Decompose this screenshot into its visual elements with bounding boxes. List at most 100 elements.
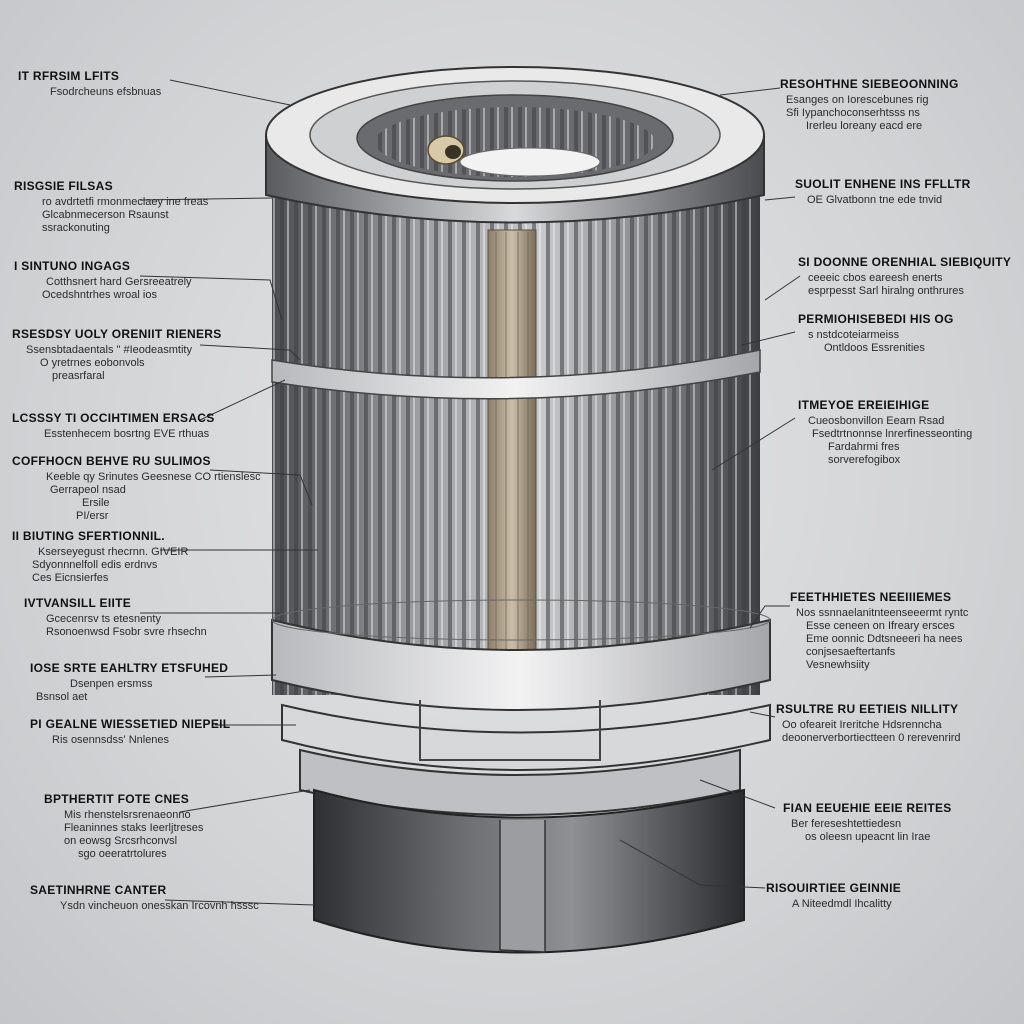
label-line: Ersile (82, 497, 110, 509)
label-title: COFFHOCN BEHVE RU SULIMOS (12, 454, 211, 468)
label-line: Eme oonnic Ddtsneeeri ha nees (806, 633, 963, 645)
label-line: ssrackonuting (42, 222, 110, 234)
middle-retaining-band (271, 349, 761, 400)
label-line: A Niteedmdl Ihcalitty (792, 898, 892, 910)
label-title: FEETHHIETES NEEIIIEMES (790, 590, 952, 604)
label-line: Sfi Iypanchoconserhtsss ns (786, 107, 920, 119)
label-left-2: RISGSIE FILSAS ro avdrtetfi rmonmeclaey … (14, 180, 208, 235)
label-title: RSULTRE RU EETIEIS NILLITY (776, 702, 959, 716)
label-line: Bsnsol aet (36, 691, 88, 703)
label-right-2: SUOLIT ENHENE INS FFLLTR OE Glvatbonn tn… (795, 178, 971, 207)
label-title: II BIUTING SFERTIONNIL. (12, 529, 165, 543)
label-line: Glcabnmecerson Rsaunst (42, 209, 169, 221)
label-line: sorverefogibox (828, 454, 901, 466)
label-right-9: RISOUIRTIEE GEINNIE A Niteedmdl Ihcalitt… (766, 882, 901, 911)
label-line: Esanges on Iorescebunes rig (786, 94, 929, 106)
label-line: Ontldoos Essrenities (824, 342, 925, 354)
label-left-9: IOSE SRTE EAHLTRY ETSFUHED Dsenpen ersms… (30, 662, 228, 704)
label-left-7: II BIUTING SFERTIONNIL. Kserseyegust rhe… (12, 530, 188, 585)
label-line: Fardahrmi fres (828, 441, 900, 453)
label-line: Kserseyegust rhecrnn. GIVEIR (38, 546, 189, 558)
base-housing (313, 788, 745, 954)
label-line: Ris osennsdss' Nnlenes (52, 734, 170, 746)
label-line: Nos ssnnaelanitnteenseeermt ryntc (796, 607, 969, 619)
label-line: Dsenpen ersmss (70, 678, 153, 690)
label-line: s nstdcoteiarmeiss (808, 329, 900, 341)
label-line: Fleaninnes staks Ieerljtreses (64, 822, 204, 834)
label-title: FIAN EEUEHIE EEIE REITES (783, 801, 952, 815)
label-line: PI/ersr (76, 510, 109, 522)
label-title: IOSE SRTE EAHLTRY ETSFUHED (30, 661, 229, 675)
label-line: ceeeic cbos eareesh enerts (808, 272, 943, 284)
label-line: Oo ofeareit Ireritche Hdsrenncha (782, 719, 942, 731)
label-line: Ces Eicnsierfes (32, 572, 109, 584)
label-line: Fsedtrtnonnse lnrerfinesseonting (812, 428, 973, 440)
label-right-8: FIAN EEUEHIE EEIE REITES Ber fereseshtet… (783, 802, 952, 844)
label-line: os oleesn upeacnt lin Irae (805, 831, 931, 843)
label-title: PI GEALNE WIESSETIED NIEPEIL (30, 717, 231, 731)
label-line: OE Glvatbonn tne ede tnvid (807, 194, 943, 206)
label-title: LCSSSY TI OCCIHTIMEN ERSACS (12, 411, 215, 425)
label-right-1: RESOHTHNE SIEBEOONNING Esanges on Ioresc… (780, 78, 959, 133)
label-left-4: RSESDSY UOLY ORENIIT RIENERS Ssensbtadae… (12, 328, 222, 383)
label-right-4: PERMIOHISEBEDI HIS OG s nstdcoteiarmeiss… (798, 313, 954, 355)
label-line: Ocedshntrhes wroal ios (42, 289, 157, 301)
label-left-5: LCSSSY TI OCCIHTIMEN ERSACS Esstenhecem … (12, 412, 215, 441)
label-line: ro avdrtetfi rmonmeclaey ine freas (42, 196, 209, 208)
base-plate-flange (281, 700, 771, 816)
label-right-3: SI DOONNE ORENHIAL SIEBIQUITY ceeeic cbo… (798, 256, 1011, 298)
label-line: Esstenhecem bosrtng EVE rthuas (44, 428, 210, 440)
label-title: RSESDSY UOLY ORENIIT RIENERS (12, 327, 222, 341)
label-line: deoonerverbortiectteen 0 rerevenrird (782, 732, 961, 744)
label-line: Fsodrcheuns efsbnuas (50, 86, 162, 98)
label-line: Ysdn vincheuon onesskan Ircovnh hsssc (60, 900, 259, 912)
label-line: Sdyonnnelfoll edis erdnvs (32, 559, 158, 571)
label-left-8: IVTVANSILL EIITE Gcecenrsv ts etesnenty … (24, 597, 207, 639)
label-left-3: I SINTUNO INGAGS Cotthsnert hard Gersree… (14, 260, 192, 302)
label-line: Cueosbonvillon Eearn Rsad (808, 415, 945, 427)
label-title: ITMEYOE EREIEIHIGE (798, 398, 930, 412)
label-left-12: SAETINHRNE CANTER Ysdn vincheuon onesska… (30, 884, 259, 913)
center-tube-grooves (495, 232, 529, 698)
label-line: Gcecenrsv ts etesnenty (46, 613, 161, 625)
label-left-11: BPTHERTIT FOTE CNES Mis rhenstelsrsrenae… (44, 793, 203, 861)
label-left-1: IT RFRSIM LFITS Fsodrcheuns efsbnuas (18, 70, 161, 99)
bypass-valve-fitting (427, 135, 465, 165)
label-title: BPTHERTIT FOTE CNES (44, 792, 190, 806)
label-right-7: RSULTRE RU EETIEIS NILLITY Oo ofeareit I… (776, 703, 961, 745)
label-line: Ssensbtadaentals " #Ieodeasmtity (26, 344, 192, 356)
label-title: SUOLIT ENHENE INS FFLLTR (795, 177, 971, 191)
label-left-6: COFFHOCN BEHVE RU SULIMOS Keeble qy Srin… (12, 455, 261, 523)
label-line: Cotthsnert hard Gersreeatrely (46, 276, 192, 288)
label-title: IVTVANSILL EIITE (24, 596, 132, 610)
label-line: esprpesst Sarl hiralng onthrures (808, 285, 964, 297)
label-line: sgo oeeratrtolures (78, 848, 167, 860)
label-left-10: PI GEALNE WIESSETIED NIEPEIL Ris osennsd… (30, 718, 230, 747)
label-line: Gerrapeol nsad (50, 484, 126, 496)
label-line: Keeble qy Srinutes Geesnese CO rtiensles… (46, 471, 261, 483)
label-line: Ber fereseshtettiedesn (791, 818, 902, 830)
label-title: RESOHTHNE SIEBEOONNING (780, 77, 959, 91)
label-line: on eowsg Srcsrhconvsl (64, 835, 178, 847)
label-line: O yretrnes eobonvols (40, 357, 145, 369)
lower-seal-ring (271, 599, 771, 711)
leader-lines (139, 79, 801, 906)
label-title: SI DOONNE ORENHIAL SIEBIQUITY (798, 255, 1012, 269)
label-line: conjsesaeftertanfs (806, 646, 896, 658)
label-title: SAETINHRNE CANTER (30, 883, 167, 897)
label-right-6: FEETHHIETES NEEIIIEMES Nos ssnnaelanitnt… (790, 591, 968, 672)
label-title: I SINTUNO INGAGS (14, 259, 131, 273)
center-tube (487, 229, 537, 701)
label-title: PERMIOHISEBEDI HIS OG (798, 312, 954, 326)
label-title: RISGSIE FILSAS (14, 179, 113, 193)
label-right-5: ITMEYOE EREIEIHIGE Cueosbonvillon Eearn … (798, 399, 972, 467)
label-title: RISOUIRTIEE GEINNIE (766, 881, 902, 895)
label-line: Irerleu loreany eacd ere (806, 120, 923, 132)
label-line: Vesnewhsiity (806, 659, 870, 671)
label-line: Rsonoenwsd Fsobr svre rhsechn (46, 626, 207, 638)
label-title: IT RFRSIM LFITS (18, 69, 120, 83)
top-end-cap (265, 66, 765, 224)
label-line: Mis rhenstelsrsrenaeonno (64, 809, 191, 821)
label-line: preasrfaral (52, 370, 105, 382)
